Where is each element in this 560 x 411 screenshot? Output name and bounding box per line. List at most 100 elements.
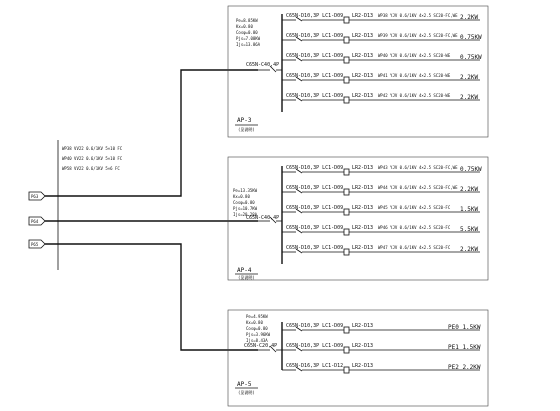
svg-text:Kx=0.80: Kx=0.80 bbox=[236, 24, 253, 29]
branch-breaker-label: C65N-D16,3P LC1-D12 bbox=[286, 363, 343, 369]
branch-relay-label: LR2-D13 bbox=[352, 225, 373, 231]
branch-power-label: 0.75KW bbox=[460, 54, 482, 61]
branch-cable-label: WP47 YJV 0.6/1KV 4×2.5 SC20-FC bbox=[378, 245, 451, 250]
branch-cable-label: WP41 YJV 0.6/1KV 4×2.5 SC20-WE bbox=[378, 73, 451, 78]
branch-relay-label: LR2-D13 bbox=[352, 185, 373, 191]
panel-params: Pe=8.85KW Kx=0.80 Cosφ=0.80 Pjs=7.08KW I… bbox=[236, 18, 261, 47]
feeder-cable-label: WP40 VV22 0.6/1KV 5×10 FC bbox=[62, 156, 123, 161]
panel-name: AP-4 bbox=[237, 267, 252, 274]
branch-circuit: C65N-D10,3P LC1-D09 LR2-D13 WP38 YJV 0.6/1… bbox=[282, 13, 480, 24]
panel-sub: (见说明) bbox=[238, 274, 255, 280]
panel-ap3: Pe=8.85KW Kx=0.80 Cosφ=0.80 Pjs=7.08KW I… bbox=[235, 13, 482, 132]
branch-cable-label: WP44 YJV 0.6/1KV 4×2.5 SC20-FC,WE bbox=[378, 185, 458, 190]
feeder-cable-label: WP38 VV22 0.6/1KV 5×10 FC bbox=[62, 146, 123, 151]
main-breaker-label: C65N-C40,4P bbox=[246, 62, 279, 68]
feeder-cable-labels: WP38 VV22 0.6/1KV 5×10 FC WP40 VV22 0.6/… bbox=[62, 146, 123, 171]
feeder-routes bbox=[45, 69, 258, 351]
svg-text:Cosφ=0.80: Cosφ=0.80 bbox=[236, 30, 258, 35]
svg-text:Ijs=20.28A: Ijs=20.28A bbox=[233, 212, 258, 217]
branch-circuit: C65N-D10,3P LC1-D09 LR2-D13 WP42 YJV 0.6/1… bbox=[282, 93, 480, 104]
svg-text:Pjs=3.96KW: Pjs=3.96KW bbox=[246, 332, 271, 337]
panel-ap5: Pe=4.95KW Kx=0.80 Cosφ=0.80 Pjs=3.96KW I… bbox=[235, 314, 481, 395]
branch-cable-label: WP42 YJV 0.6/1KV 4×2.5 SC20-WE bbox=[378, 93, 451, 98]
main-breaker-label: C65N-C40,4P bbox=[246, 215, 279, 221]
panel-sub: (见说明) bbox=[238, 126, 255, 132]
svg-text:Pjs=7.08KW: Pjs=7.08KW bbox=[236, 36, 261, 41]
branch-power-label: 5.5KW bbox=[460, 226, 478, 233]
branch-circuit: C65N-D10,3P LC1-D09 LR2-D13 WP44 YJV 0.6/1… bbox=[282, 185, 480, 196]
panel-ap5-box bbox=[227, 309, 489, 407]
branch-power-label: 2.2KW bbox=[460, 94, 478, 101]
branch-relay-label: LR2-D13 bbox=[352, 165, 373, 171]
branch-relay-label: LR2-D13 bbox=[352, 33, 373, 39]
branch-breaker-label: C65N-D10,3P LC1-D09 bbox=[286, 245, 343, 251]
branch-relay-label: LR2-D13 bbox=[352, 363, 373, 369]
svg-text:Pe=4.95KW: Pe=4.95KW bbox=[246, 314, 268, 319]
branch-relay-label: LR2-D13 bbox=[352, 73, 373, 79]
branch-power-label: PE2 2.2KW bbox=[448, 364, 481, 371]
feeder-tag-p63: P63 bbox=[28, 191, 46, 201]
branch-relay-label: LR2-D13 bbox=[352, 53, 373, 59]
feeder-cable-label: WP58 VV22 0.6/1KV 5×6 FC bbox=[62, 166, 120, 171]
branch-cable-label: WP43 YJV 0.6/1KV 4×2.5 SC20-FC,WE bbox=[378, 165, 458, 170]
branch-circuit: C65N-D10,3P LC1-D09 LR2-D13 WP47 YJV 0.6/1… bbox=[282, 245, 480, 256]
svg-text:Cosφ=0.80: Cosφ=0.80 bbox=[233, 200, 255, 205]
branch-circuit: C65N-D10,3P LC1-D09 LR2-D13 WP41 YJV 0.6/1… bbox=[282, 73, 480, 84]
branch-relay-label: LR2-D13 bbox=[352, 93, 373, 99]
feeder-tag-p65: P65 bbox=[28, 239, 46, 249]
branch-relay-label: LR2-D13 bbox=[352, 205, 373, 211]
branch-relay-label: LR2-D13 bbox=[352, 245, 373, 251]
svg-text:Kx=0.80: Kx=0.80 bbox=[233, 194, 250, 199]
feeder-tag-p64: P64 bbox=[28, 216, 46, 226]
svg-text:Pe=8.85KW: Pe=8.85KW bbox=[236, 18, 258, 23]
svg-text:Cosφ=0.80: Cosφ=0.80 bbox=[246, 326, 268, 331]
branch-relay-label: LR2-D13 bbox=[352, 343, 373, 349]
branch-power-label: 2.2KW bbox=[460, 246, 478, 253]
svg-text:P63: P63 bbox=[31, 194, 39, 199]
branch-breaker-label: C65N-D10,3P LC1-D09 bbox=[286, 33, 343, 39]
branch-circuit: C65N-D16,3P LC1-D12 LR2-D13 PE2 2.2KW bbox=[282, 363, 481, 374]
svg-text:Ijs=8.43A: Ijs=8.43A bbox=[246, 338, 268, 343]
branch-breaker-label: C65N-D10,3P LC1-D09 bbox=[286, 185, 343, 191]
panel-ap4-box bbox=[227, 156, 489, 281]
panel-name: AP-3 bbox=[237, 117, 252, 124]
branch-power-label: 0.75KW bbox=[460, 34, 482, 41]
branch-power-label: PE0 1.5KW bbox=[448, 324, 481, 331]
branch-breaker-label: C65N-D10,3P LC1-D09 bbox=[286, 343, 343, 349]
branch-breaker-label: C65N-D10,3P LC1-D09 bbox=[286, 73, 343, 79]
branch-breaker-label: C65N-D10,3P LC1-D09 bbox=[286, 93, 343, 99]
branch-breaker-label: C65N-D10,3P LC1-D09 bbox=[286, 205, 343, 211]
branch-breaker-label: C65N-D10,3P LC1-D09 bbox=[286, 225, 343, 231]
branch-cable-label: WP40 YJV 0.6/1KV 4×2.5 SC20-WE bbox=[378, 53, 451, 58]
branch-circuit: C65N-D10,3P LC1-D09 LR2-D13 WP39 YJV 0.6/1… bbox=[282, 33, 482, 44]
branch-cable-label: WP39 YJV 0.6/1KV 4×2.5 SC20-FC,WE bbox=[378, 33, 458, 38]
panel-params: Pe=4.95KW Kx=0.80 Cosφ=0.80 Pjs=3.96KW I… bbox=[246, 314, 271, 343]
branch-relay-label: LR2-D13 bbox=[352, 13, 373, 19]
svg-text:Ijs=13.86A: Ijs=13.86A bbox=[236, 42, 261, 47]
svg-text:P65: P65 bbox=[31, 242, 39, 247]
branch-power-label: 2.2KW bbox=[460, 74, 478, 81]
branch-power-label: 2.2KW bbox=[460, 186, 478, 193]
panel-ap4: Pe=13.35KW Kx=0.80 Cosφ=0.80 Pjs=10.7KW … bbox=[233, 165, 482, 280]
branch-cable-label: WP45 YJV 0.6/1KV 4×2.5 SC20-FC bbox=[378, 205, 451, 210]
svg-text:Kx=0.80: Kx=0.80 bbox=[246, 320, 263, 325]
svg-text:P64: P64 bbox=[31, 219, 39, 224]
branch-breaker-label: C65N-D10,3P LC1-D09 bbox=[286, 323, 343, 329]
panel-ap3-box bbox=[227, 5, 489, 138]
svg-text:Pe=13.35KW: Pe=13.35KW bbox=[233, 188, 258, 193]
branch-circuit: C65N-D10,3P LC1-D09 LR2-D13 WP45 YJV 0.6/1… bbox=[282, 205, 480, 216]
branch-breaker-label: C65N-D10,3P LC1-D09 bbox=[286, 13, 343, 19]
branch-power-label: 2.2KW bbox=[460, 14, 478, 21]
svg-text:Pjs=10.7KW: Pjs=10.7KW bbox=[233, 206, 258, 211]
branch-cable-label: WP38 YJV 0.6/1KV 4×2.5 SC20-FC,WE bbox=[378, 13, 458, 18]
branch-power-label: 0.75KW bbox=[460, 166, 482, 173]
branch-power-label: 1.5KW bbox=[460, 206, 478, 213]
branch-relay-label: LR2-D13 bbox=[352, 323, 373, 329]
panel-name: AP-5 bbox=[237, 381, 252, 388]
